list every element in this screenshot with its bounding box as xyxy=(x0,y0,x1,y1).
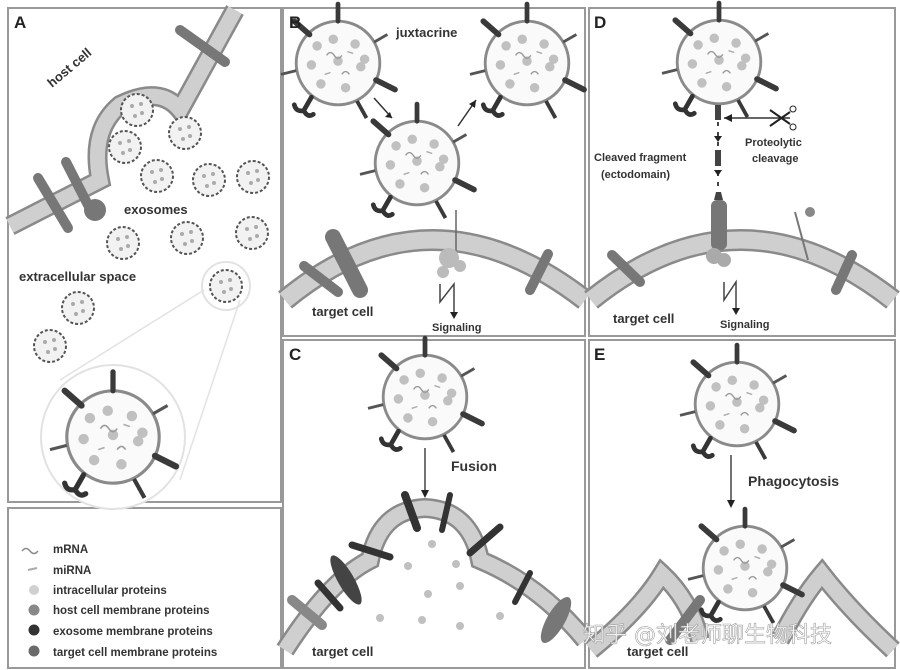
target-cell-label: target cell xyxy=(312,304,373,319)
legend-frame xyxy=(7,507,282,669)
target-cell-label: target cell xyxy=(627,644,688,659)
legend-label: target cell membrane proteins xyxy=(53,647,217,659)
watermark: 知乎 @刘老师聊生物科技 xyxy=(583,623,832,648)
target-membrane-protein-icon xyxy=(28,645,40,657)
cleaved-fragment-label: Cleaved fragment xyxy=(594,152,687,164)
phagocytosis-label: Phagocytosis xyxy=(748,473,839,489)
panel-b: B juxtacrine target cell Signaling xyxy=(277,4,592,334)
panel-c-letter: C xyxy=(289,345,301,364)
legend-label: mRNA xyxy=(53,544,88,556)
host-membrane-protein-icon xyxy=(28,604,40,616)
panel-a-letter: A xyxy=(14,13,26,32)
legend-label: exosome membrane proteins xyxy=(53,626,213,638)
legend: mRNA miRNA intracellular proteins host c… xyxy=(21,544,217,659)
panel-a: A host cell exosomes extracellular space xyxy=(5,5,270,510)
signaling-label: Signaling xyxy=(432,322,482,334)
mrna-icon xyxy=(21,547,39,555)
panel-c: C Fusion target cell xyxy=(276,338,593,659)
juxtacrine-label: juxtacrine xyxy=(395,25,457,40)
exosome-membrane-protein-icon xyxy=(28,624,40,636)
signaling-label: Signaling xyxy=(720,319,770,331)
extracellular-space-label: extracellular space xyxy=(19,269,136,284)
fusion-label: Fusion xyxy=(451,458,497,474)
mirna-icon xyxy=(27,567,38,571)
proteolytic-label: Proteolytic xyxy=(745,137,802,149)
target-cell-label: target cell xyxy=(312,644,373,659)
panel-d-letter: D xyxy=(594,13,606,32)
intracellular-protein-icon xyxy=(29,585,39,595)
legend-label: miRNA xyxy=(53,565,91,577)
panel-b-letter: B xyxy=(289,13,301,32)
panel-d: D Cleaved fragment (ectodomain) Proteoly… xyxy=(584,3,900,331)
target-cell-label: target cell xyxy=(613,311,674,326)
panel-e-letter: E xyxy=(594,345,605,364)
exosomes-label: exosomes xyxy=(124,202,188,217)
cleavage-label: cleavage xyxy=(752,153,798,165)
panel-e: E Phagocytosis target cell xyxy=(584,345,900,659)
legend-label: host cell membrane proteins xyxy=(53,605,210,617)
legend-label: intracellular proteins xyxy=(53,585,167,597)
ectodomain-label: (ectodomain) xyxy=(601,169,670,181)
